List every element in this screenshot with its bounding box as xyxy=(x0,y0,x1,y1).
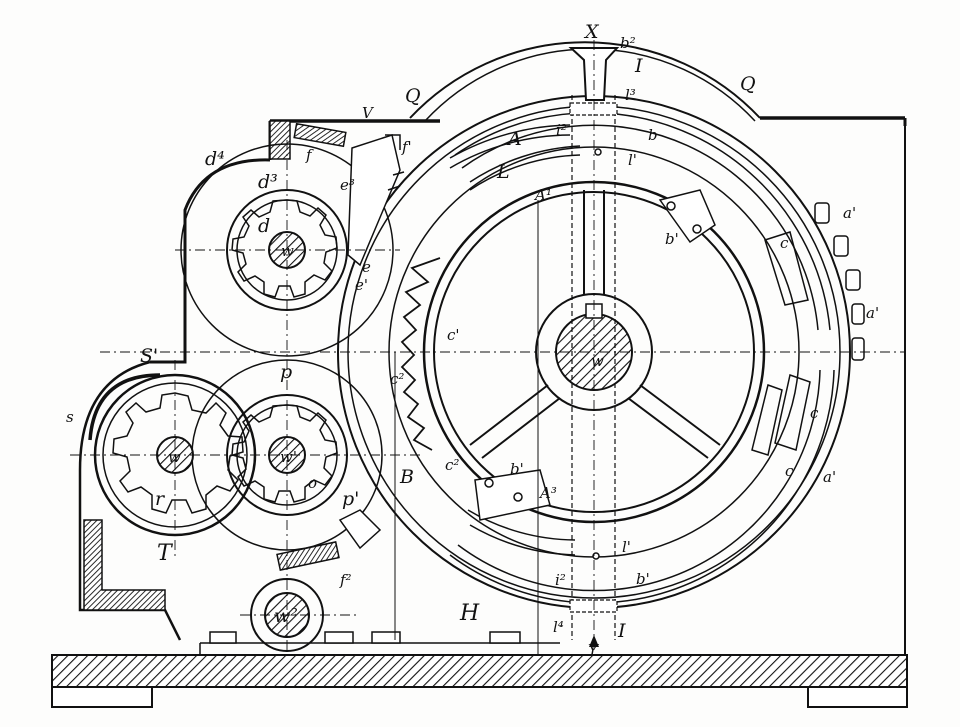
label-I-low: I xyxy=(617,620,626,642)
label-c-mid: c xyxy=(810,404,819,422)
label-T: T xyxy=(157,541,174,566)
label-L: L xyxy=(496,161,510,183)
label-A1: A¹ xyxy=(533,186,552,204)
label-e-prime: e' xyxy=(355,276,368,294)
label-A3: A³ xyxy=(538,484,557,502)
label-A: A xyxy=(506,128,522,150)
label-d: d xyxy=(258,215,270,237)
drum-spokes xyxy=(469,190,721,459)
label-I-top: I xyxy=(634,55,643,77)
label-Q-right: Q xyxy=(740,73,756,95)
frame-section-bottom xyxy=(83,519,166,611)
label-Y: Y xyxy=(588,641,600,659)
label-p1: p' xyxy=(342,488,359,510)
lower-comb xyxy=(338,509,382,550)
doffer-comb xyxy=(347,134,401,267)
label-a1-c: a' xyxy=(823,468,836,486)
label-b: b xyxy=(648,126,658,144)
label-H: H xyxy=(459,601,480,626)
label-c2-low: c² xyxy=(445,456,459,474)
slot-arcs xyxy=(449,124,581,556)
center-lines xyxy=(70,40,905,660)
label-l4: l⁴ xyxy=(553,618,564,636)
label-a1-b: a' xyxy=(866,304,879,322)
support-brackets xyxy=(209,631,521,644)
diagram-labels: X b² I l³ Q Q V f f' d⁴ d³ d w e³ e e' A… xyxy=(66,21,879,659)
label-b2: b² xyxy=(620,34,636,52)
label-S1: S' xyxy=(140,345,158,367)
base-plate xyxy=(51,642,908,708)
label-w-mid: w' xyxy=(280,448,297,466)
label-b1-top: b' xyxy=(665,230,679,248)
label-e: e xyxy=(362,258,371,276)
label-b1-low: b' xyxy=(510,460,524,478)
label-w-center: w xyxy=(591,352,604,370)
lower-guide-f2 xyxy=(276,541,340,571)
upper-guide-f xyxy=(293,122,347,148)
label-e3: e³ xyxy=(340,176,355,194)
label-f-prime: f' xyxy=(401,138,412,156)
label-i2-low: i² xyxy=(555,571,566,589)
label-w-left: w xyxy=(168,448,181,466)
label-c-low: c xyxy=(785,462,794,480)
label-Q-left: Q xyxy=(405,85,421,107)
label-p: p xyxy=(280,361,292,383)
label-i2-top: i² xyxy=(556,121,567,139)
label-c-top: c xyxy=(780,234,789,252)
label-w-top: w xyxy=(281,242,294,260)
gear-d-teeth xyxy=(231,199,338,298)
pawl-pins xyxy=(484,148,702,560)
label-d3: d³ xyxy=(258,171,278,193)
label-l-prime-top: l' xyxy=(628,151,637,169)
label-r: r xyxy=(155,488,166,510)
label-V: V xyxy=(362,104,375,122)
label-X: X xyxy=(583,21,600,43)
label-f: f xyxy=(305,146,314,164)
label-w2: w² xyxy=(274,605,298,627)
gear-r-teeth xyxy=(112,392,244,514)
label-l1-low: l' xyxy=(622,538,631,556)
label-c1: c' xyxy=(447,326,460,344)
edge-studs xyxy=(814,202,865,361)
label-f2: f² xyxy=(339,571,352,589)
label-B: B xyxy=(399,466,414,488)
label-b3: b' xyxy=(636,570,650,588)
label-o: o xyxy=(308,474,317,492)
label-s: s xyxy=(66,408,74,426)
ratchet-teeth xyxy=(400,257,441,451)
label-a1-a: a' xyxy=(843,204,856,222)
frame-section-top xyxy=(269,120,291,160)
gear-p-teeth xyxy=(231,404,338,503)
label-l3: l³ xyxy=(625,86,636,104)
label-d4: d⁴ xyxy=(205,148,225,170)
pawl-lower xyxy=(474,469,551,521)
machine-frame xyxy=(78,116,907,656)
cam-segments xyxy=(751,231,811,456)
label-c2-mid: c² xyxy=(390,370,404,388)
